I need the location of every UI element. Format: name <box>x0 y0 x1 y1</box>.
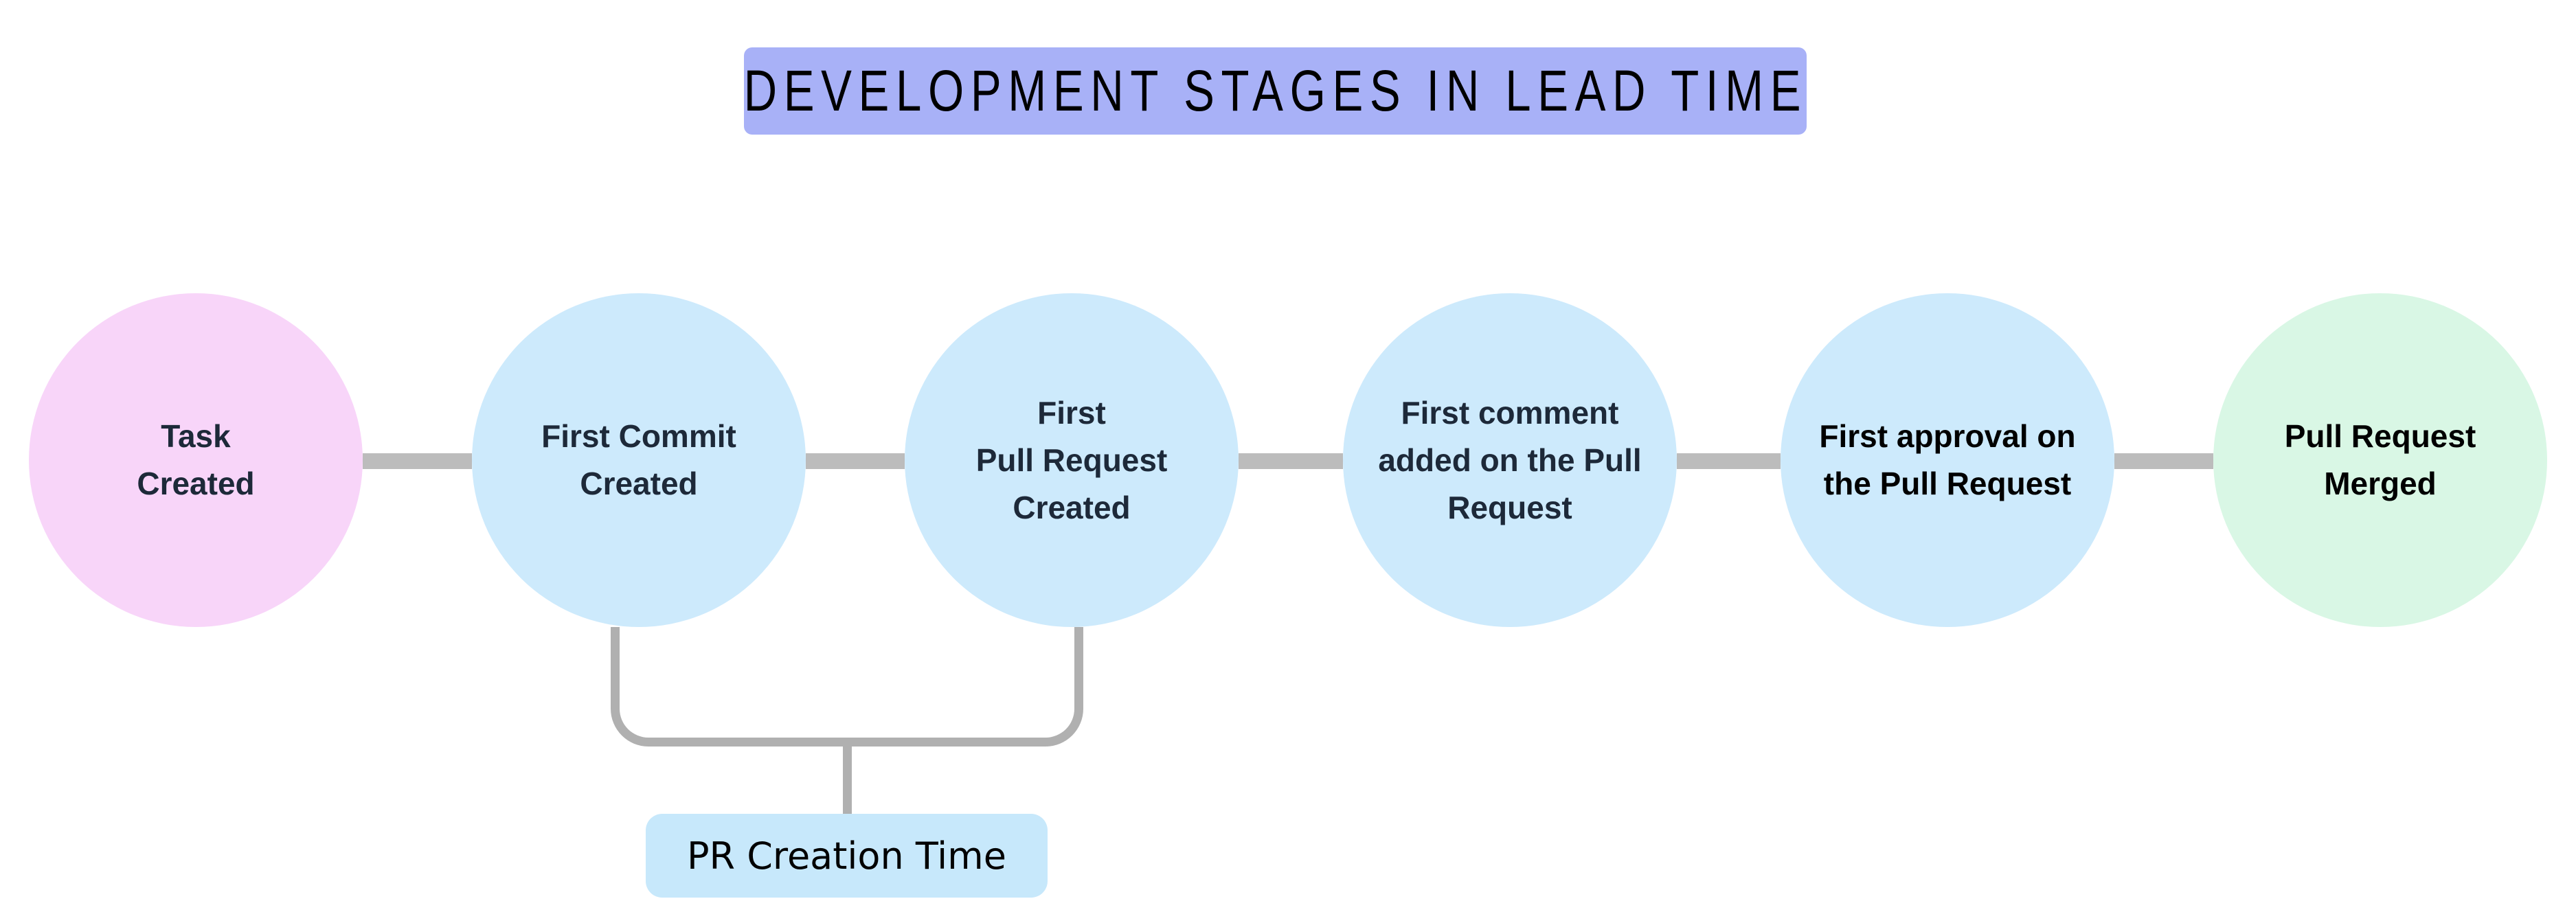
stage-label: First comment added on the Pull Request <box>1378 394 1642 525</box>
pr-creation-time-label: PR Creation Time <box>686 834 1007 878</box>
connector-line-4 <box>1677 453 1781 469</box>
stage-circle-first-approval: First approval on the Pull Request <box>1781 293 2114 627</box>
stage-label: First Pull Request Created <box>975 394 1168 525</box>
connector-line-1 <box>363 453 472 469</box>
connector-line-5 <box>2114 453 2213 469</box>
stage-label: First Commit Created <box>541 418 736 501</box>
pr-creation-time-label-box: PR Creation Time <box>646 814 1048 898</box>
stage-label: First approval on the Pull Request <box>1819 418 2076 501</box>
connector-line-2 <box>806 453 905 469</box>
stage-circle-task-created: Task Created <box>29 293 363 627</box>
page-title: DEVELOPMENT STAGES IN LEAD TIME <box>743 58 1807 123</box>
stage-circle-first-pull-request-created: First Pull Request Created <box>905 293 1239 627</box>
stage-circle-pull-request-merged: Pull Request Merged <box>2213 293 2547 627</box>
stage-circle-first-comment-added: First comment added on the Pull Request <box>1343 293 1677 627</box>
title-banner: DEVELOPMENT STAGES IN LEAD TIME <box>743 47 1807 135</box>
pr-creation-time-bracket <box>611 627 1083 747</box>
stage-label: Task Created <box>137 418 255 501</box>
stage-circle-first-commit-created: First Commit Created <box>472 293 806 627</box>
pr-creation-time-bracket-stem <box>843 745 852 815</box>
connector-line-3 <box>1239 453 1343 469</box>
stage-label: Pull Request Merged <box>2284 418 2476 501</box>
